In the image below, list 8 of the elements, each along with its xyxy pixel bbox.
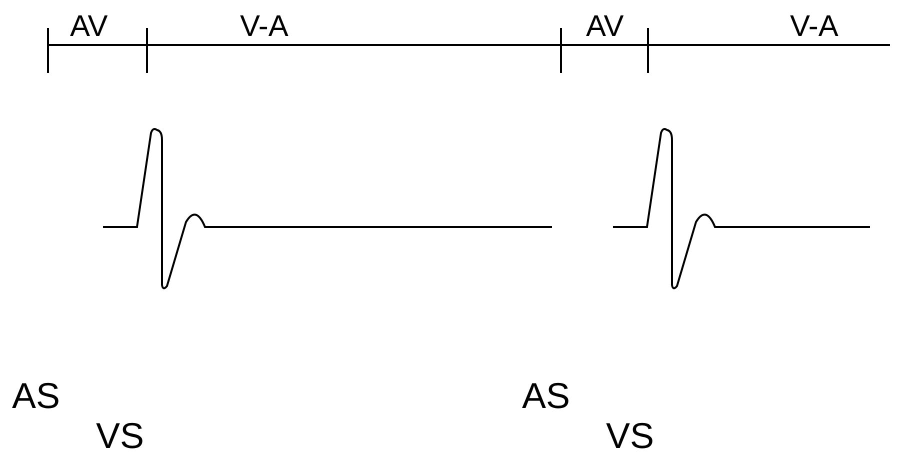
- interval-label: AV: [70, 12, 108, 42]
- event-label: AS: [522, 378, 570, 414]
- interval-label: V-A: [790, 12, 838, 42]
- event-label: AS: [12, 378, 60, 414]
- interval-label: AV: [586, 12, 624, 42]
- event-label: VS: [606, 418, 654, 454]
- event-label: VS: [96, 418, 144, 454]
- interval-label: V-A: [240, 12, 288, 42]
